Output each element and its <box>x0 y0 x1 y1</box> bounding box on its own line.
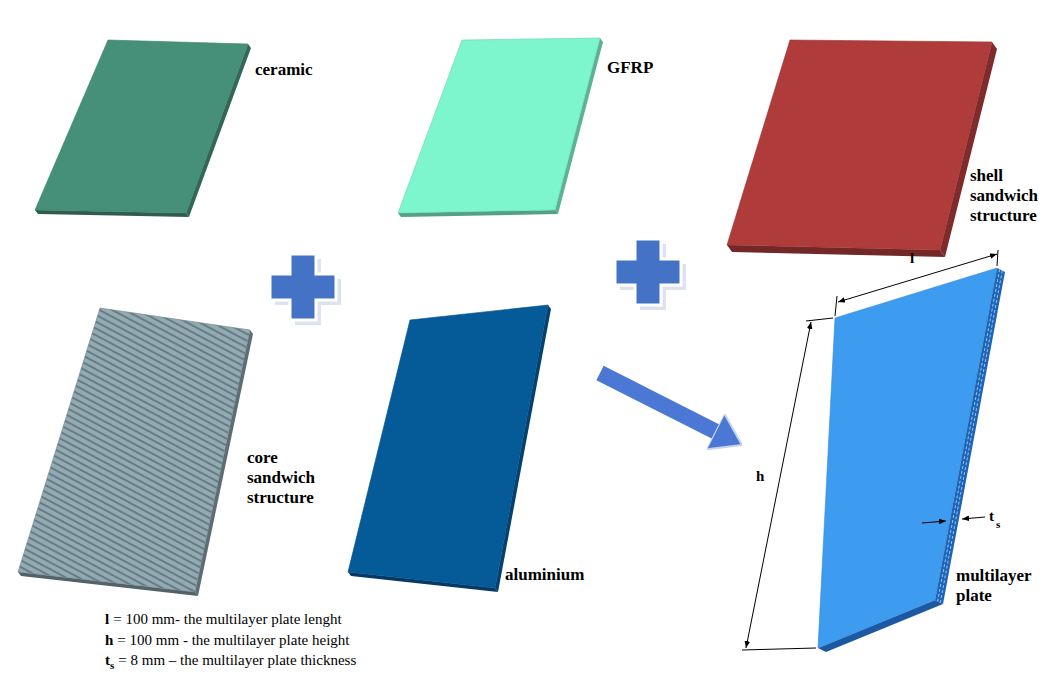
material-label: aluminium <box>505 565 584 585</box>
plate-shape <box>340 298 600 598</box>
layer-line <box>938 269 1000 601</box>
material-plate: GFRP <box>392 30 667 222</box>
dimension-line <box>806 318 833 321</box>
dimension-note: t <box>105 651 110 669</box>
material-plate: ceramic <box>30 34 330 224</box>
plate-face <box>18 308 250 592</box>
layer-line <box>940 271 1002 603</box>
dimension-note: h <box>105 631 113 649</box>
plate-face <box>348 305 548 588</box>
dimension-label: h <box>756 468 764 485</box>
plate-shape <box>720 34 1046 260</box>
material-label: shell sandwich structure <box>970 166 1044 226</box>
plate-face <box>727 40 992 250</box>
legend-row: l= 100 mm- the multilayer plate lenght <box>105 610 342 628</box>
dimension-label: t <box>989 508 994 525</box>
composition-arrow <box>600 373 715 431</box>
plus-sign <box>615 239 686 310</box>
dimension-line <box>997 250 998 266</box>
dimension-line <box>838 254 997 302</box>
material-label: ceramic <box>255 60 313 80</box>
legend-row: h= 100 mm - the multilayer plate height <box>105 631 350 649</box>
dimension-note: l <box>105 610 109 628</box>
material-label: core sandwich structure <box>247 448 342 508</box>
dimension-note: = 100 mm - the multilayer plate height <box>117 631 349 649</box>
material-label: GFRP <box>607 58 653 78</box>
material-plate: core sandwich structure <box>14 300 346 598</box>
plate-shape <box>14 300 346 598</box>
dimension-line <box>742 648 816 650</box>
plate-face <box>35 40 248 213</box>
dimension-line <box>835 296 837 316</box>
dimension-line <box>922 521 946 523</box>
plate-shape <box>742 240 1046 654</box>
dimension-note: = 100 mm- the multilayer plate lenght <box>113 610 341 628</box>
dimension-label: l <box>910 250 914 267</box>
dimension-line <box>746 322 811 648</box>
dimension-note: = 8 mm – the multilayer plate thickness <box>118 651 356 669</box>
plate-face <box>398 38 600 213</box>
material-plate: shell sandwich structure <box>720 34 1046 260</box>
dimension-label: s <box>996 518 1000 531</box>
material-plate: multilayer plate <box>742 240 1046 654</box>
legend-row: ts= 8 mm – the multilayer plate thicknes… <box>105 651 356 670</box>
plus-sign <box>270 254 341 325</box>
material-plate: aluminium <box>340 298 600 598</box>
material-label: multilayer plate <box>956 566 1042 606</box>
dimension-note: s <box>110 656 114 674</box>
dimension-line <box>962 517 985 519</box>
